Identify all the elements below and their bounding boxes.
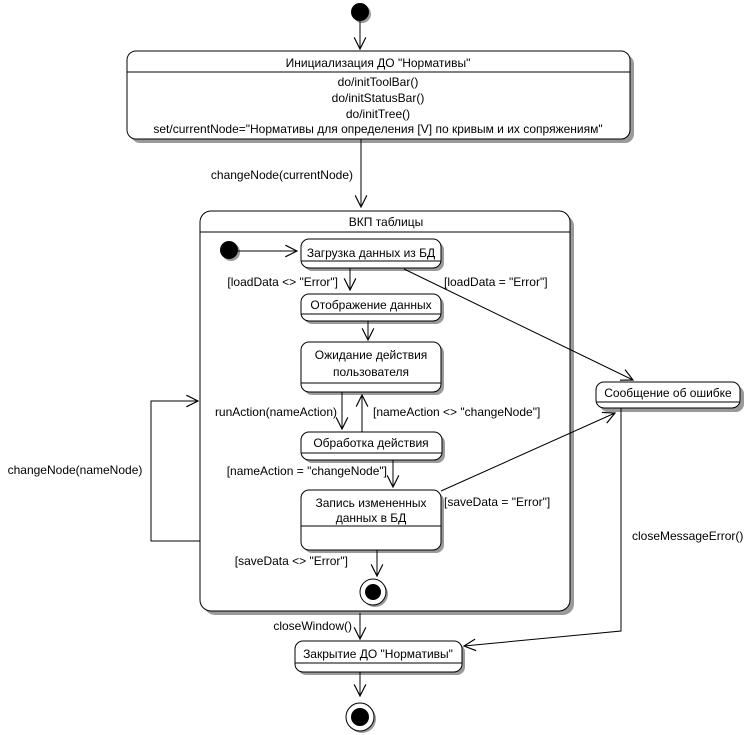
label-name-action-other: [nameAction <> "changeNode"] — [373, 405, 540, 419]
state-error-title: Сообщение об ошибке — [604, 386, 732, 400]
label-save-ok: [saveData <> "Error"] — [235, 554, 348, 568]
state-init-action-1: do/initToolBar() — [338, 75, 419, 89]
state-vkp-title: ВКП таблицы — [349, 215, 424, 229]
state-load: Загрузка данных из БД — [300, 238, 444, 271]
state-wait-title-line2: пользователя — [333, 365, 409, 379]
initial-state-top-icon — [351, 3, 371, 23]
label-close-message-error: closeMessageError() — [632, 529, 743, 543]
state-process-title: Обработка действия — [313, 436, 428, 450]
transition-save-to-error — [440, 413, 615, 492]
state-close: Закрытие ДО "Нормативы" — [294, 640, 465, 675]
transition-error-to-close — [464, 408, 622, 646]
state-process: Обработка действия — [300, 431, 445, 463]
state-init: Инициализация ДО "Нормативы" do/initTool… — [126, 50, 634, 143]
state-save-title-line2: данных в БД — [336, 511, 407, 525]
label-run-action: runAction(nameAction) — [215, 405, 337, 419]
state-load-title: Загрузка данных из БД — [307, 246, 435, 260]
state-init-title: Инициализация ДО "Нормативы" — [286, 56, 471, 70]
state-close-title: Закрытие ДО "Нормативы" — [303, 647, 453, 661]
label-change-node-current: changeNode(currentNode) — [211, 168, 353, 182]
state-init-action-2: do/initStatusBar() — [332, 91, 425, 105]
final-state-bottom-icon — [345, 702, 376, 733]
label-change-node-name: changeNode(nameNode) — [8, 463, 143, 477]
state-error: Сообщение об ошибке — [595, 381, 744, 412]
label-close-window: closeWindow() — [273, 619, 352, 633]
label-load-error: [loadData = "Error"] — [444, 275, 548, 289]
label-save-error: [saveData = "Error"] — [444, 495, 550, 509]
transition-load-to-error — [403, 268, 633, 380]
state-wait: Ожидание действия пользователя — [300, 341, 444, 395]
state-display-title: Отображение данных — [310, 298, 431, 312]
state-display: Отображение данных — [300, 293, 444, 324]
initial-state-inner-icon — [220, 241, 240, 261]
state-init-action-3: do/initTree() — [346, 107, 410, 121]
final-state-inner-icon — [359, 578, 388, 607]
label-load-ok: [loadData <> "Error"] — [227, 275, 338, 289]
state-vkp: ВКП таблицы — [199, 210, 574, 615]
state-save-title-line1: Запись измененных — [315, 496, 426, 510]
label-name-action-change: [nameAction = "changeNode"] — [227, 464, 387, 478]
state-init-action-4: set/currentNode="Нормативы для определен… — [153, 122, 602, 136]
transition-change-node-loop — [150, 401, 200, 542]
state-wait-title-line1: Ожидание действия — [315, 348, 428, 362]
state-save: Запись измененных данных в БД — [300, 489, 444, 553]
